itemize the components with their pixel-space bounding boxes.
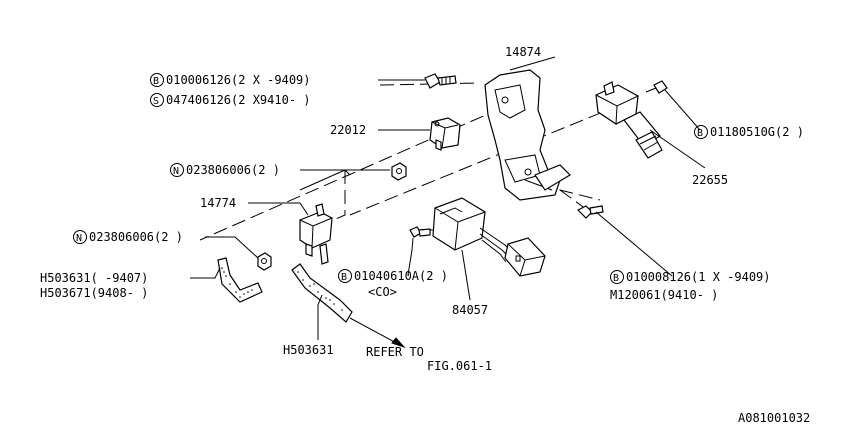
label-14874: 14874 [505, 45, 541, 59]
sensor-22655 [595, 81, 663, 159]
bolt-small-icon [409, 226, 431, 238]
leader-14774 [248, 202, 309, 216]
label-hose-h1-line2: H503671(9408- ) [40, 286, 148, 300]
module-84057 [432, 197, 546, 277]
refer-arrow-head [391, 337, 406, 349]
label-bolt-b4-line2: M120061(9410- ) [610, 288, 718, 302]
circle-b-marker-1: B [150, 73, 164, 87]
leader-84057 [461, 249, 471, 301]
svg-text:B: B [341, 272, 347, 283]
leader-22655 [649, 129, 706, 169]
hose-h503631 [291, 263, 353, 323]
bolt-lower-right-icon [576, 205, 604, 219]
refer-arrow-line [349, 317, 401, 346]
leader-bolt-b3 [664, 89, 701, 131]
circle-b-marker-4: B [610, 270, 624, 284]
hose-h503631-h503671 [217, 257, 263, 303]
bracket-14874 [484, 69, 571, 201]
circle-n-marker-2: N [73, 230, 87, 244]
label-bolt-b3: 01180510G(2 ) [710, 125, 804, 139]
leader-bolt-b2 [407, 237, 414, 276]
label-bolt-b2-line2: <CO> [368, 285, 397, 299]
label-bolt-b1-line2: 047406126(2 X9410- ) [166, 93, 311, 107]
label-22655: 22655 [692, 173, 728, 187]
svg-text:B: B [697, 128, 703, 139]
nut-icon [391, 162, 407, 181]
circle-s-marker: S [150, 93, 164, 107]
circle-b-marker-2: B [338, 269, 352, 283]
svg-text:S: S [153, 96, 159, 107]
label-nut-n2: 023806006(2 ) [89, 230, 183, 244]
document-id: A081001032 [738, 411, 810, 425]
label-22012: 22012 [330, 123, 366, 137]
label-refer-to: REFER TO [366, 345, 424, 359]
sensor-22012 [429, 117, 461, 151]
bolt-icon-upper-right [645, 80, 668, 94]
label-hose-h2: H503631 [283, 343, 334, 357]
svg-text:B: B [153, 76, 159, 87]
label-bolt-b4-line1: 010008126(1 X -9409) [626, 270, 771, 284]
svg-text:B: B [613, 273, 619, 284]
leader-hose-h1 [190, 267, 221, 279]
label-hose-h1-line1: H503631( -9407) [40, 271, 148, 285]
svg-text:N: N [76, 233, 82, 244]
leader-nut-n2 [205, 236, 259, 259]
svg-text:N: N [173, 166, 179, 177]
circle-n-marker-1: N [170, 163, 184, 177]
leader-14874 [509, 56, 556, 71]
leader-bolt-b4 [595, 211, 673, 277]
label-nut-n1: 023806006(2 ) [186, 163, 280, 177]
circle-b-marker-3: B [694, 125, 708, 139]
label-fig-ref: FIG.061-1 [427, 359, 492, 373]
bolt-icon [424, 73, 457, 89]
label-14774: 14774 [200, 196, 236, 210]
label-bolt-b2-line1: 01040610A(2 ) [354, 269, 448, 283]
label-bolt-b1-line1: 010006126(2 X -9409) [166, 73, 311, 87]
nut-lower-icon [257, 252, 272, 271]
solenoid-valve-14774 [299, 203, 333, 265]
leader-hose-h2 [317, 294, 323, 340]
label-84057: 84057 [452, 303, 488, 317]
